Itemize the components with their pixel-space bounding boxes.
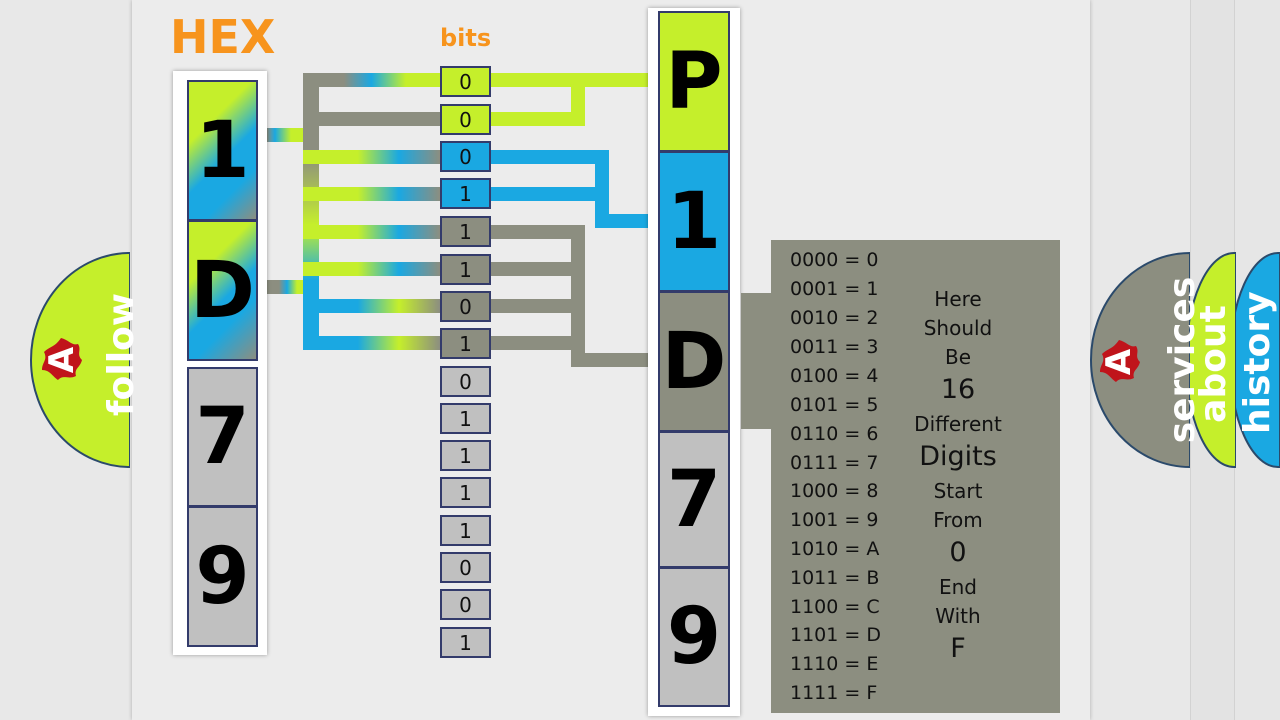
table-row: 1010 = A (790, 538, 880, 560)
bit-cell: 1 (440, 403, 491, 434)
result-digit-1: P (658, 11, 730, 152)
logo-blot-icon (1100, 340, 1140, 382)
note-line: From (933, 508, 983, 532)
table-row: 0110 = 6 (790, 423, 879, 445)
result-digit-2: 1 (658, 151, 730, 292)
bit-cell: 1 (440, 440, 491, 471)
bit-cell: 1 (440, 216, 491, 247)
note-line: With (935, 604, 981, 628)
table-row: 1100 = C (790, 596, 880, 618)
bits-title: bits (440, 24, 492, 52)
table-row: 1011 = B (790, 567, 880, 589)
bit-cell: 0 (440, 589, 491, 620)
hex-digit-2: D (187, 220, 258, 361)
note-line: Digits (919, 441, 997, 472)
bit-cell: 0 (440, 66, 491, 97)
logo-letter: A (42, 346, 82, 374)
bit-cell: 1 (440, 477, 491, 508)
result-digit-3: D (658, 291, 730, 432)
bit-cell: 0 (440, 291, 491, 322)
note-line: 16 (940, 374, 976, 405)
table-row: 0000 = 0 (790, 249, 879, 271)
logo-blot-icon (42, 338, 82, 380)
result-digit-5: 9 (658, 567, 730, 707)
table-row: 1101 = D (790, 624, 881, 646)
hex-digit-1: 1 (187, 80, 258, 221)
table-connector (741, 293, 773, 429)
table-row: 0111 = 7 (790, 452, 879, 474)
table-row: 0001 = 1 (790, 278, 879, 300)
table-row: 0101 = 5 (790, 394, 879, 416)
note-line: Different (914, 412, 1002, 436)
logo-letter: A (1099, 348, 1139, 376)
result-digit-4: 7 (658, 431, 730, 568)
bit-cell: 0 (440, 141, 491, 172)
note-line: End (938, 575, 977, 599)
bit-cell: 0 (440, 552, 491, 583)
hex-title: HEX (170, 10, 276, 64)
bit-cell: 0 (440, 104, 491, 135)
history-label: history (1237, 291, 1278, 434)
services-tab[interactable]: A services (1090, 252, 1203, 468)
follow-tab[interactable]: A follow (30, 252, 142, 468)
bit-cell: 1 (440, 627, 491, 658)
follow-label: follow (101, 292, 142, 416)
note-line: Start (933, 479, 983, 503)
bit-cell: 1 (440, 178, 491, 209)
note-line: Here (934, 287, 982, 311)
bit-cell: 1 (440, 515, 491, 546)
history-tab[interactable]: history (1230, 252, 1280, 468)
table-row: 0100 = 4 (790, 365, 879, 387)
bit-cell: 1 (440, 254, 491, 285)
services-label: services (1162, 276, 1203, 444)
table-row: 0010 = 2 (790, 307, 879, 329)
table-row: 1001 = 9 (790, 509, 879, 531)
note-line: Should (923, 316, 993, 340)
note-line: Be (944, 345, 972, 369)
bit-cell: 0 (440, 366, 491, 397)
note-line: F (950, 633, 966, 664)
table-row: 0011 = 3 (790, 336, 879, 358)
hex-digit-4: 9 (187, 506, 258, 647)
conversion-table (771, 240, 1060, 713)
bit-cell: 1 (440, 328, 491, 359)
services-tab-shape (1090, 252, 1190, 468)
hex-digit-3: 7 (187, 367, 258, 507)
table-row: 1000 = 8 (790, 480, 879, 502)
note-line: 0 (949, 537, 967, 568)
table-row: 1110 = E (790, 653, 879, 675)
table-row: 1111 = F (790, 682, 878, 704)
